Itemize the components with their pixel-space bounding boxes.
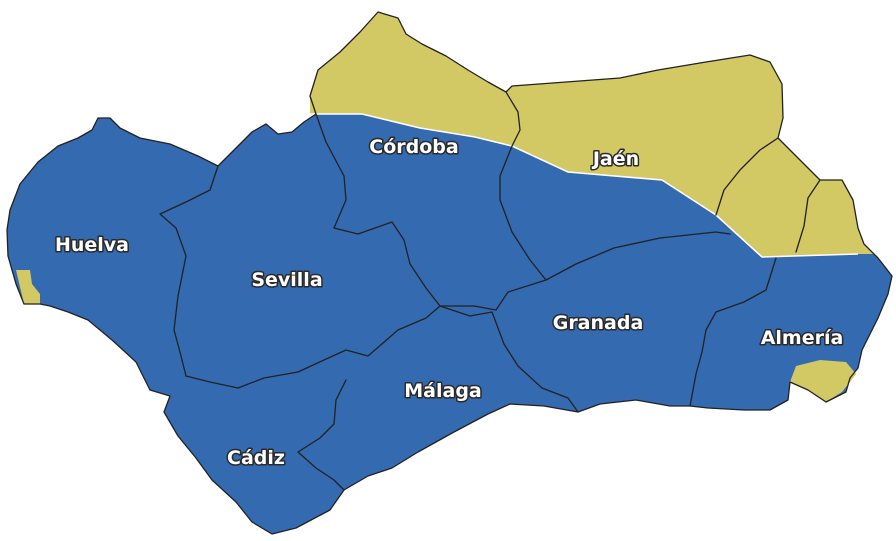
province-borders <box>6 11 893 535</box>
label-sevilla: Sevilla <box>251 269 322 291</box>
label-jaen: Jaén <box>591 148 639 170</box>
province-labels: Huelva Sevilla Córdoba Jaén Granada Alme… <box>53 135 844 471</box>
zone-boundary <box>310 113 859 258</box>
label-malaga: Málaga <box>404 380 481 402</box>
label-almeria: Almería <box>761 327 844 349</box>
label-granada: Granada <box>553 312 644 334</box>
highlight-zone-almeria-coast <box>790 360 856 402</box>
label-cordoba: Córdoba <box>369 136 458 158</box>
label-cadiz: Cádiz <box>227 447 285 469</box>
label-huelva: Huelva <box>55 234 129 256</box>
highlight-zone-huelva-coast <box>16 270 40 304</box>
